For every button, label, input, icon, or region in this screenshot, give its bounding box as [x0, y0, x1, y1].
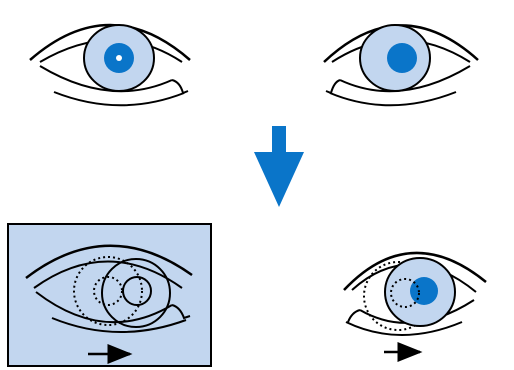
highlight — [116, 55, 122, 61]
eye-top-right — [324, 25, 478, 105]
eye-top-left — [30, 25, 190, 105]
eye-bottom-left — [8, 224, 211, 366]
eye-bottom-right — [344, 253, 486, 352]
pupil — [410, 277, 438, 305]
pupil — [387, 43, 417, 73]
down-arrow-icon — [254, 126, 304, 207]
